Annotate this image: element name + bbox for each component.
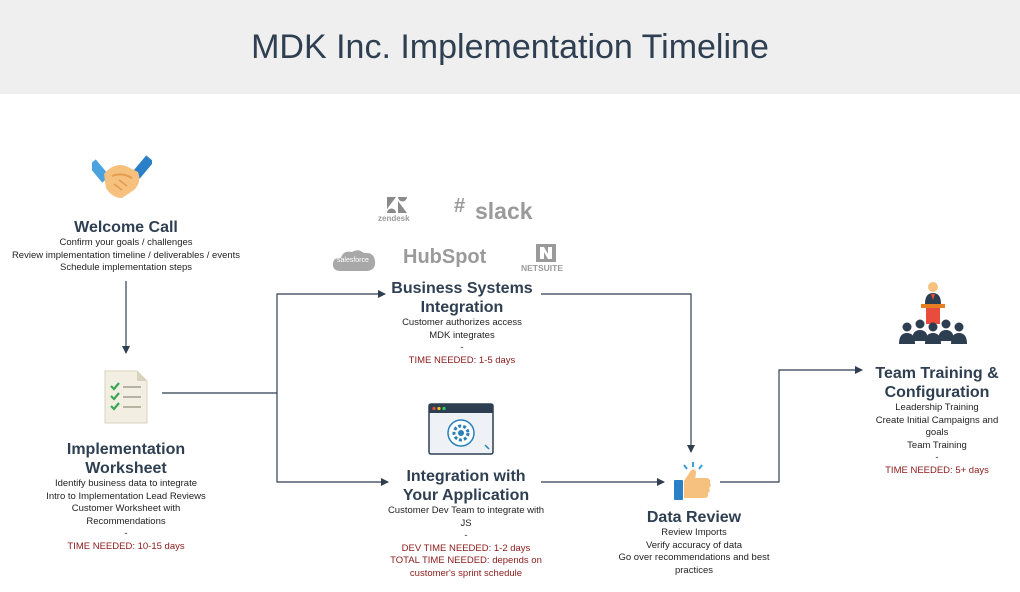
welcome-call-block: Welcome Call Confirm your goals / challe… xyxy=(0,218,252,275)
integration-app-line: Customer Dev Team to integrate with xyxy=(387,505,545,516)
salesforce-logo: salesforce xyxy=(337,257,369,264)
arrow-review-to-training xyxy=(720,366,863,483)
arrow-to-integration-app xyxy=(276,393,389,486)
zendesk-logo-icon xyxy=(387,197,407,213)
welcome-call-line: Confirm your goals / challenges xyxy=(59,237,193,248)
browser-gear-icon xyxy=(428,403,494,455)
presentation-audience-icon xyxy=(899,282,967,344)
welcome-call-line: Schedule implementation steps xyxy=(59,262,193,273)
team-training-title-line1: Team Training & xyxy=(875,365,999,382)
checklist-icon xyxy=(104,370,148,424)
business-systems-title-line1: Business Systems xyxy=(391,280,533,297)
team-training-time: TIME NEEDED: 5+ days xyxy=(885,464,989,476)
integration-app-line: JS xyxy=(460,517,472,529)
team-training-title-line2: Configuration xyxy=(884,384,990,401)
team-training-line: goals xyxy=(925,427,949,438)
netsuite-logo-icon xyxy=(536,244,556,262)
business-systems-time: TIME NEEDED: 1-5 days xyxy=(408,354,516,366)
integration-app-total-time-cont: customer's sprint schedule xyxy=(409,567,523,579)
arrow-to-business-systems xyxy=(276,290,386,393)
data-review-block: Data Review Review Imports Verify accura… xyxy=(594,508,794,577)
worksheet-line: - xyxy=(124,528,128,539)
worksheet-line: Customer Worksheet with xyxy=(71,503,181,514)
arrow-business-to-review xyxy=(541,293,695,453)
data-review-line: Review Imports xyxy=(661,527,727,538)
business-systems-line: MDK integrates xyxy=(429,329,495,341)
worksheet-line: Recommendations xyxy=(86,515,166,527)
data-review-line: Go over recommendations and best xyxy=(618,552,770,563)
worksheet-block: Implementation Worksheet Identify busine… xyxy=(26,440,226,553)
team-training-line: - xyxy=(935,452,939,463)
integration-app-title-line2: Your Application xyxy=(402,487,530,504)
welcome-call-line: Review implementation timeline / deliver… xyxy=(11,249,241,261)
handshake-icon xyxy=(92,155,152,198)
salesforce-logo-icon xyxy=(332,250,376,271)
slack-hash-icon: # xyxy=(454,195,466,217)
worksheet-line: Intro to Implementation Lead Reviews xyxy=(46,490,206,502)
integration-app-total-time: TOTAL TIME NEEDED: depends on xyxy=(390,555,542,566)
integration-app-title-line1: Integration with xyxy=(406,468,526,485)
slack-logo: slack xyxy=(475,198,533,224)
welcome-call-title: Welcome Call xyxy=(74,219,178,236)
header-bar xyxy=(0,0,1020,94)
business-systems-line: - xyxy=(460,342,464,353)
hubspot-logo: HubSpot xyxy=(403,246,487,268)
thumbs-up-icon xyxy=(674,462,711,500)
integration-app-dev-time: DEV TIME NEEDED: 1-2 days xyxy=(401,542,531,554)
team-training-line: Team Training xyxy=(907,439,967,451)
data-review-title: Data Review xyxy=(646,509,742,526)
worksheet-title-line2: Worksheet xyxy=(85,460,167,477)
page-title: MDK Inc. Implementation Timeline xyxy=(251,28,769,66)
business-systems-line: Customer authorizes access xyxy=(402,317,522,328)
team-training-line: Leadership Training xyxy=(895,402,979,413)
business-systems-title-line2: Integration xyxy=(420,299,504,316)
team-training-line: Create Initial Campaigns and xyxy=(875,414,999,426)
integration-app-block: Integration with Your Application Custom… xyxy=(366,467,566,580)
business-systems-block: Business Systems Integration Customer au… xyxy=(362,279,562,367)
worksheet-title-line1: Implementation xyxy=(66,441,186,458)
zendesk-logo: zendesk xyxy=(378,214,410,223)
netsuite-logo: NETSUITE xyxy=(521,263,564,273)
worksheet-line: Identify business data to integrate xyxy=(54,478,198,489)
integration-app-line: - xyxy=(464,530,468,541)
data-review-line: Verify accuracy of data xyxy=(645,539,743,551)
data-review-line: practices xyxy=(674,564,713,576)
team-training-block: Team Training & Configuration Leadership… xyxy=(862,364,1012,477)
worksheet-time: TIME NEEDED: 10-15 days xyxy=(67,540,185,552)
